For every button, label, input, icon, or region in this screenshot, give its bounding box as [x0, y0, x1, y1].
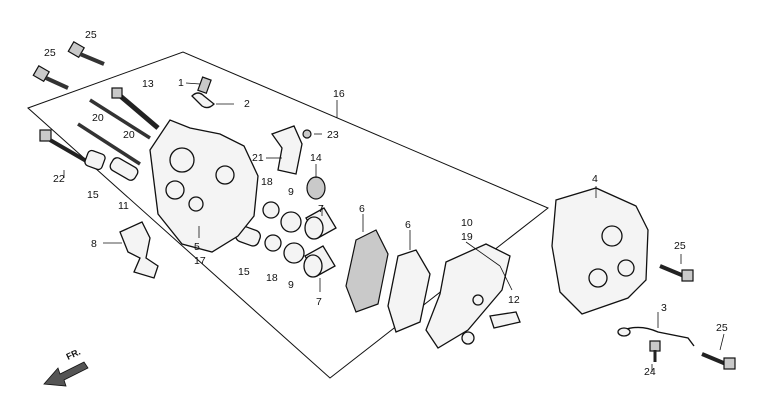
brake-pad-6-outer: [387, 249, 431, 333]
seal-18-upper: [262, 201, 280, 219]
callout-3: 3: [661, 302, 667, 314]
callout-20-lower: 20: [123, 129, 135, 141]
callout-8: 8: [91, 238, 97, 250]
callout-17: 17: [194, 255, 206, 267]
callout-23: 23: [327, 129, 339, 141]
callout-11: 11: [118, 200, 129, 212]
callout-20-upper: 20: [92, 112, 104, 124]
pin-13: [111, 87, 160, 130]
bolt-23: [302, 129, 312, 139]
caliper-bracket: [425, 243, 511, 349]
callout-13: 13: [142, 78, 154, 90]
piston-7-upper: [304, 207, 337, 240]
callout-4: 4: [592, 173, 598, 185]
callout-21: 21: [252, 152, 264, 164]
piston-7-lower: [303, 245, 336, 278]
callout-9-lower: 9: [288, 279, 294, 291]
callout-2: 2: [244, 98, 250, 110]
callout-5: 5: [194, 241, 200, 253]
callout-10: 10: [461, 217, 473, 229]
caliper-body: [149, 119, 259, 253]
callout-18-lower: 18: [266, 272, 278, 284]
callout-6-inner: 6: [359, 203, 365, 215]
leader-lines: [63, 82, 725, 372]
pin-20-lower: [77, 122, 141, 166]
direction-label: FR.: [65, 347, 82, 362]
callout-15-upper: 15: [87, 189, 99, 201]
callout-16: 16: [333, 88, 345, 100]
callout-25-left: 25: [44, 47, 56, 59]
pin-20-upper: [89, 98, 151, 140]
cap-14: [306, 176, 326, 200]
callout-25-right-lower: 25: [716, 322, 728, 334]
seal-9-lower: [283, 242, 305, 264]
callout-15-lower: 15: [238, 266, 250, 278]
hose-clamp-3: [617, 326, 695, 347]
pad-retainer-12: [489, 311, 521, 329]
front-direction-arrow: [43, 361, 89, 387]
callout-25-right-upper: 25: [674, 240, 686, 252]
pad-spring-8: [119, 221, 159, 279]
boot-15-upper: [84, 149, 106, 171]
callout-14: 14: [310, 152, 322, 164]
bolt-25-right-upper: [659, 264, 694, 282]
callout-7-lower: 7: [316, 296, 322, 308]
shim-21: [270, 125, 303, 175]
assembly-frame: [27, 51, 549, 379]
callout-9-upper: 9: [288, 186, 294, 198]
callout-1: 1: [178, 77, 184, 89]
callout-24: 24: [644, 366, 656, 378]
bolt-25-top: [67, 40, 105, 66]
bleeder-screw: [197, 76, 212, 95]
callout-6-outer: 6: [405, 219, 411, 231]
bolt-24: [649, 340, 661, 362]
bolt-25-left: [32, 64, 69, 90]
brake-pad-6-inner: [345, 229, 389, 313]
callout-19: 19: [461, 231, 473, 243]
caliper-assembly-4: [551, 187, 649, 315]
pin-bolt-22: [39, 129, 90, 164]
bolt-25-right-lower: [701, 352, 736, 370]
bleeder-cap: [191, 92, 215, 109]
seal-18-lower: [264, 234, 282, 252]
callout-7-upper: 7: [318, 203, 324, 215]
callout-22: 22: [53, 173, 65, 185]
callout-18-upper: 18: [261, 176, 273, 188]
callout-25-top: 25: [85, 29, 97, 41]
sleeve-11: [109, 157, 139, 181]
seal-9-upper: [280, 211, 302, 233]
callout-12: 12: [508, 294, 520, 306]
